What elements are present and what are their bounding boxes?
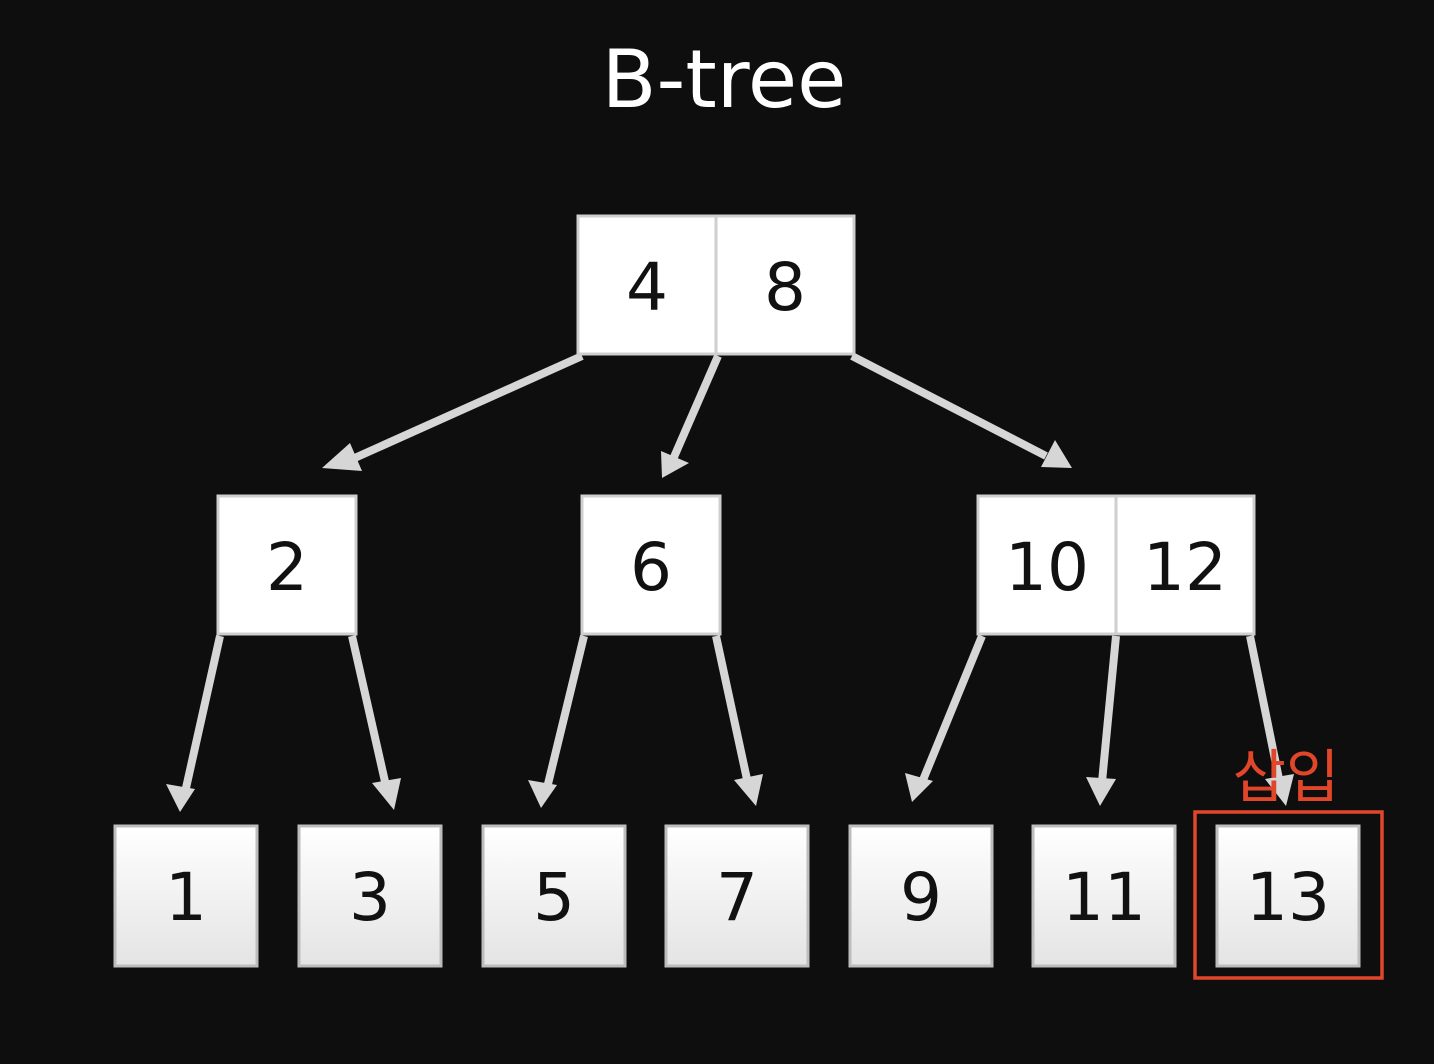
leaf-key: 5 [533,859,575,936]
leaf-node-inserted: 13 [1215,824,1361,968]
internal-node-10-12: 10 12 [976,494,1256,636]
leaf-cell [113,824,259,968]
edge-root-to-node-2 [322,352,584,471]
internal-key: 10 [1005,529,1089,606]
root-key: 4 [626,249,668,326]
root-key-cell [714,214,856,356]
root-key-cell [576,214,718,356]
edge-node-6-to-leaf-7 [712,635,763,806]
edge-root-to-node-6 [661,354,722,478]
leaf-node: 9 [848,824,994,968]
internal-node-6: 6 [580,494,722,636]
leaf-key: 3 [349,859,391,936]
root-key: 8 [764,249,806,326]
insert-highlight-box [1193,810,1384,980]
edge-node-2-to-leaf-3 [348,635,401,810]
internal-key: 12 [1143,529,1227,606]
leaf-cell [481,824,627,968]
leaf-key: 9 [900,859,942,936]
leaf-key: 7 [716,859,758,936]
leaf-cell [1215,824,1361,968]
leaf-key: 11 [1062,859,1146,936]
internal-key: 2 [266,529,308,606]
insert-label: 삽입 [1233,743,1340,811]
internal-key-cell [216,494,358,636]
internal-key-cell [976,494,1118,636]
edge-root-to-node-10-12 [850,352,1072,468]
internal-key-cell [580,494,722,636]
leaf-cell [1031,824,1177,968]
leaf-nodes: 1 3 5 7 9 11 13 [113,824,1361,968]
edges [166,352,1294,812]
root-node: 4 8 [576,214,856,356]
leaf-key: 1 [165,859,207,936]
leaf-node: 5 [481,824,627,968]
leaf-node: 3 [297,824,443,968]
leaf-cell [848,824,994,968]
leaf-node: 7 [664,824,810,968]
diagram-title: B-tree [602,33,847,126]
edge-node-10-12-to-leaf-11 [1086,635,1120,806]
edge-node-10-12-to-leaf-9 [905,634,986,802]
internal-node-2: 2 [216,494,358,636]
internal-key-cell [1114,494,1256,636]
leaf-cell [297,824,443,968]
leaf-node: 1 [113,824,259,968]
internal-key: 6 [630,529,672,606]
edge-node-6-to-leaf-5 [528,635,588,808]
edge-node-10-12-to-leaf-13 [1246,635,1294,806]
edge-node-2-to-leaf-1 [166,635,224,812]
leaf-key: 13 [1246,859,1330,936]
leaf-cell [664,824,810,968]
insert-highlight: 삽입 [1193,743,1384,980]
leaf-node: 11 [1031,824,1177,968]
